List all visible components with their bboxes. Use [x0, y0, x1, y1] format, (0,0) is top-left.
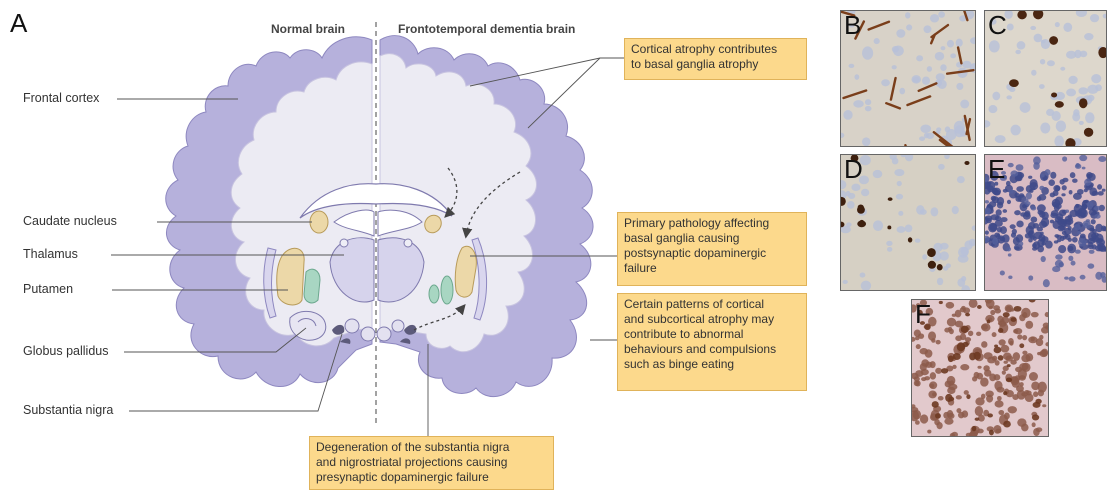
brainstem-left — [345, 319, 359, 333]
micrograph-e: E — [984, 154, 1107, 291]
header-normal-brain: Normal brain — [271, 22, 345, 36]
panel-label-f: F — [915, 301, 931, 327]
note-cortical-atrophy: Cortical atrophy contributes to basal ga… — [624, 38, 807, 80]
panel-label-d: D — [844, 156, 863, 182]
normal-caudate — [310, 211, 328, 233]
micrograph-f: F — [911, 299, 1049, 437]
panel-label-c: C — [988, 12, 1007, 38]
note-primary-pathology: Primary pathology affecting basal gangli… — [617, 212, 807, 286]
label-frontal-cortex: Frontal cortex — [23, 91, 99, 105]
fornix-right — [404, 239, 412, 247]
label-thalamus: Thalamus — [23, 247, 78, 261]
label-globus-pallidus: Globus pallidus — [23, 344, 108, 358]
note-substantia-nigra-degeneration: Degeneration of the substantia nigra and… — [309, 436, 554, 490]
normal-globus-pallidus — [304, 269, 320, 303]
brainstem-mid-left — [361, 327, 375, 341]
ftd-globus-pallidus-outer — [441, 276, 453, 304]
micrograph-b: B — [840, 10, 976, 147]
label-substantia-nigra: Substantia nigra — [23, 403, 113, 417]
brainstem-right — [392, 320, 404, 332]
panel-label-b: B — [844, 12, 861, 38]
label-caudate-nucleus: Caudate nucleus — [23, 214, 117, 228]
header-ftd-brain: Frontotemporal dementia brain — [398, 22, 575, 36]
fornix-left — [340, 239, 348, 247]
brainstem-mid-right — [377, 327, 391, 341]
label-putamen: Putamen — [23, 282, 73, 296]
ftd-globus-pallidus-inner — [429, 285, 439, 303]
micrograph-c: C — [984, 10, 1107, 147]
micrograph-d: D — [840, 154, 976, 291]
note-atrophy-patterns: Certain patterns of cortical and subcort… — [617, 293, 807, 391]
panel-label-e: E — [988, 156, 1005, 182]
